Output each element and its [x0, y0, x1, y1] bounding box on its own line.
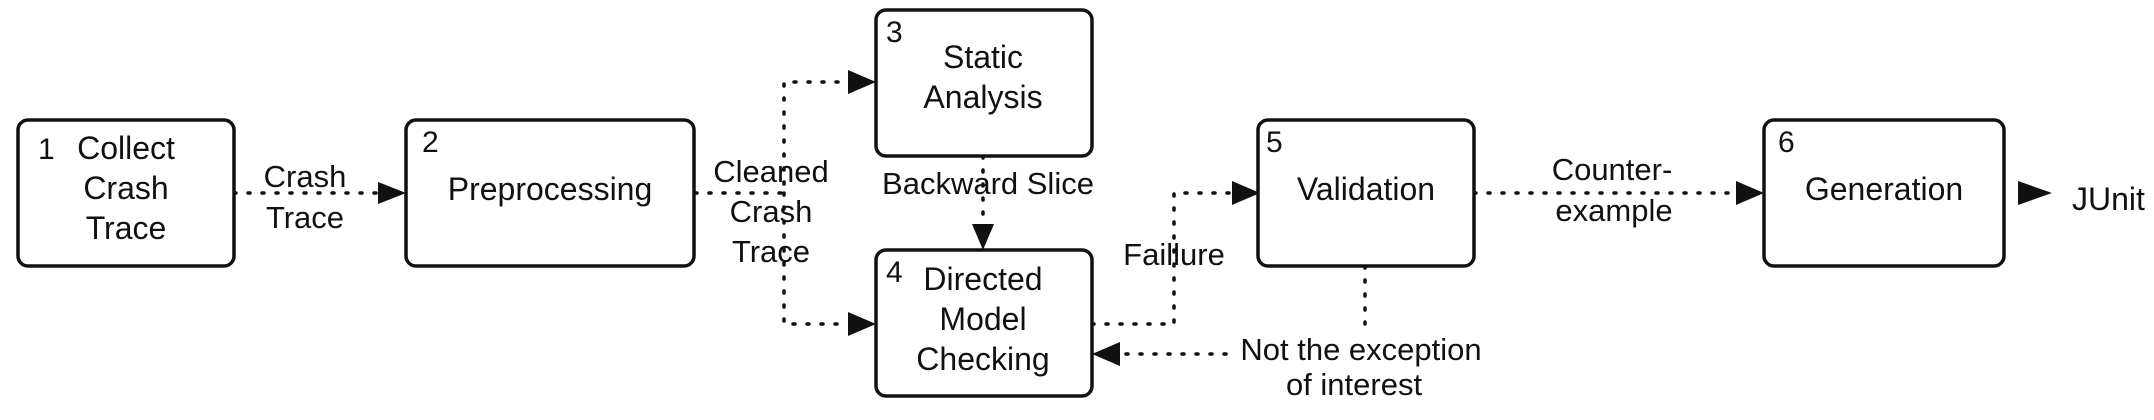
- edge-validation-to-generation: Counter- example: [1472, 152, 1764, 228]
- edge-label-line: Crash: [730, 194, 813, 229]
- node-number: 3: [886, 16, 903, 49]
- node-number: 5: [1266, 126, 1283, 159]
- node-validation: 5 Validation: [1256, 118, 1476, 268]
- node-preprocessing: 2 Preprocessing: [404, 118, 696, 268]
- node-label-line: Crash: [83, 170, 168, 206]
- edge-label-line: example: [1555, 193, 1672, 228]
- node-label-line: Trace: [86, 210, 167, 246]
- node-collect-crash-trace: 1 Collect Crash Trace: [16, 118, 236, 268]
- edge-label-line: of interest: [1286, 367, 1423, 402]
- node-number: 4: [886, 256, 903, 289]
- node-label-line: Model: [939, 301, 1026, 337]
- edge-collect-to-preprocessing: Crash Trace: [232, 159, 406, 235]
- node-label-line: Analysis: [923, 79, 1042, 115]
- node-directed-model-checking: 4 Directed Model Checking: [874, 248, 1094, 398]
- edge-label-cleaned-crash-trace: Cleaned Crash Trace: [713, 154, 828, 269]
- node-generation: 6 Generation: [1762, 118, 2006, 268]
- node-number: 1: [38, 133, 55, 166]
- edge-validation-to-directed: Not the exception of interest: [1092, 264, 1482, 402]
- node-label-line: Static: [943, 39, 1023, 75]
- edge-label-line: Backward Slice: [882, 166, 1094, 201]
- edge-label-line: Crash: [264, 159, 347, 194]
- output-label: JUnit: [2072, 181, 2145, 217]
- edge-static-to-directed: Backward Slice: [882, 154, 1094, 250]
- edge-label-line: Cleaned: [713, 154, 828, 189]
- svg-text:Crash: Crash: [264, 159, 347, 194]
- edge-label-line: Faillure: [1123, 237, 1225, 272]
- node-label-line: Generation: [1805, 171, 1963, 207]
- node-label-line: Checking: [916, 341, 1049, 377]
- node-number: 2: [422, 126, 439, 159]
- svg-text:Trace: Trace: [266, 200, 344, 235]
- edge-label-line: Not the exception: [1240, 332, 1481, 367]
- edge-label-line: Trace: [266, 200, 344, 235]
- edge-label-line: Counter-: [1552, 152, 1673, 187]
- edge-preprocessing-to-directed: [782, 191, 876, 336]
- node-label-line: Preprocessing: [448, 171, 653, 207]
- node-label-line: Directed: [923, 261, 1042, 297]
- edge-label-line: Trace: [732, 234, 810, 269]
- edge-generation-to-output: JUnit: [2018, 181, 2145, 217]
- node-label-line: Collect: [77, 130, 175, 166]
- edge-preprocessing-to-static: [693, 70, 876, 195]
- node-number: 6: [1778, 126, 1795, 159]
- edge-directed-to-validation: Faillure: [1090, 181, 1260, 326]
- node-static-analysis: 3 Static Analysis: [874, 8, 1094, 158]
- node-label-line: Validation: [1297, 171, 1435, 207]
